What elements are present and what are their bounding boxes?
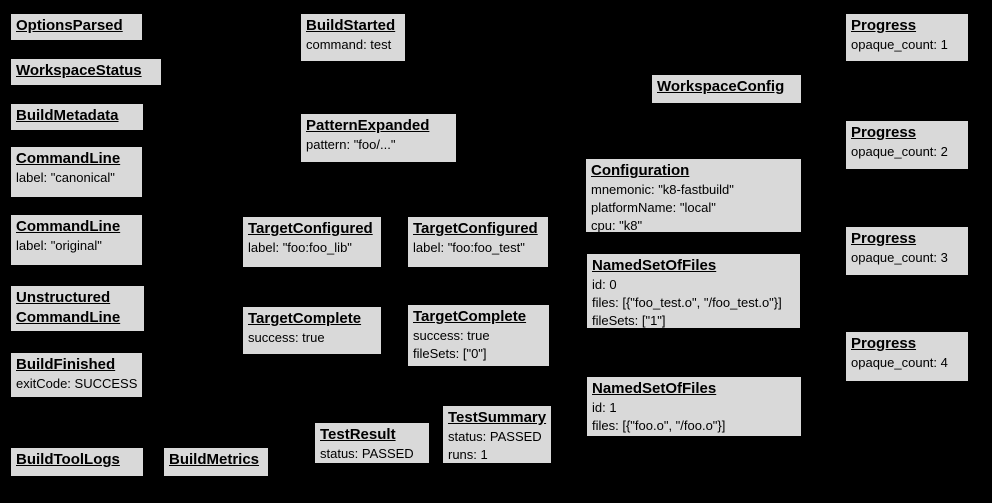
event-title: BuildMetadata	[16, 107, 119, 124]
event-box-command-line-canonical: CommandLine label: "canonical"	[10, 146, 143, 198]
event-box-workspace-config: WorkspaceConfig	[651, 74, 802, 104]
event-title: WorkspaceConfig	[657, 78, 785, 95]
event-title: TargetComplete	[248, 310, 362, 327]
event-title: TestSummary	[448, 409, 547, 426]
event-title: NamedSetOfFiles	[592, 257, 717, 274]
event-title: TargetComplete	[413, 308, 527, 325]
event-title: OptionsParsed	[16, 17, 123, 34]
event-box-workspace-status: WorkspaceStatus	[10, 58, 162, 86]
event-box-target-complete-foo-test: TargetComplete success: true fileSets: […	[407, 304, 550, 367]
event-attribute: platformName: "local"	[591, 200, 716, 215]
event-title: Configuration	[591, 162, 690, 179]
event-box-build-metadata: BuildMetadata	[10, 103, 144, 131]
event-attribute: fileSets: ["0"]	[413, 346, 487, 361]
event-box-build-metrics: BuildMetrics	[163, 447, 269, 477]
event-attribute: status: PASSED	[320, 446, 414, 461]
event-title: WorkspaceStatus	[16, 62, 142, 79]
event-attribute: label: "foo:foo_test"	[413, 240, 525, 255]
event-attribute: files: [{"foo.o", "/foo.o"}]	[592, 418, 726, 433]
event-title: CommandLine	[16, 218, 121, 235]
event-attribute: opaque_count: 1	[851, 37, 948, 52]
event-box-configuration: Configuration mnemonic: "k8-fastbuild" p…	[585, 158, 802, 233]
event-box-target-configured-foo-lib: TargetConfigured label: "foo:foo_lib"	[242, 216, 382, 268]
event-attribute: id: 0	[592, 277, 617, 292]
event-box-test-result: TestResult status: PASSED	[314, 422, 430, 464]
event-box-named-set-of-files-1: NamedSetOfFiles id: 1 files: [{"foo.o", …	[586, 376, 802, 437]
event-attribute: exitCode: SUCCESS	[16, 376, 138, 391]
event-attribute: id: 1	[592, 400, 617, 415]
event-title: Progress	[851, 335, 917, 352]
event-attribute: status: PASSED	[448, 429, 542, 444]
event-title: CommandLine	[16, 150, 121, 167]
event-attribute: cpu: "k8"	[591, 218, 643, 233]
event-box-progress-1: Progress opaque_count: 1	[845, 13, 969, 62]
event-title: BuildFinished	[16, 356, 116, 373]
event-title: PatternExpanded	[306, 117, 430, 134]
event-attribute: opaque_count: 4	[851, 355, 948, 370]
event-attribute: label: "original"	[16, 238, 102, 253]
event-attribute: pattern: "foo/..."	[306, 137, 396, 152]
event-title: BuildStarted	[306, 17, 396, 34]
event-title: Progress	[851, 124, 917, 141]
event-title: BuildMetrics	[169, 451, 260, 468]
event-attribute: runs: 1	[448, 447, 488, 462]
event-title: NamedSetOfFiles	[592, 380, 717, 397]
event-attribute: fileSets: ["1"]	[592, 313, 666, 328]
event-box-options-parsed: OptionsParsed	[10, 13, 143, 41]
event-title: TargetConfigured	[413, 220, 538, 237]
event-box-target-configured-foo-test: TargetConfigured label: "foo:foo_test"	[407, 216, 549, 268]
event-attribute: command: test	[306, 37, 392, 52]
event-title: Progress	[851, 230, 917, 247]
event-box-build-finished: BuildFinished exitCode: SUCCESS	[10, 352, 143, 398]
event-attribute: files: [{"foo_test.o", "/foo_test.o"}]	[592, 295, 782, 310]
event-title: Unstructured	[16, 289, 111, 306]
event-box-target-complete-foo-lib: TargetComplete success: true	[242, 306, 382, 355]
event-box-progress-4: Progress opaque_count: 4	[845, 331, 969, 382]
event-attribute: label: "canonical"	[16, 170, 115, 185]
event-title: TestResult	[320, 426, 396, 443]
event-box-build-tool-logs: BuildToolLogs	[10, 447, 144, 477]
event-attribute: mnemonic: "k8-fastbuild"	[591, 182, 734, 197]
event-attribute: label: "foo:foo_lib"	[248, 240, 352, 255]
event-attribute: opaque_count: 2	[851, 144, 948, 159]
event-box-named-set-of-files-0: NamedSetOfFiles id: 0 files: [{"foo_test…	[586, 253, 801, 329]
event-title: TargetConfigured	[248, 220, 373, 237]
event-box-test-summary: TestSummary status: PASSED runs: 1	[442, 405, 552, 464]
event-box-progress-3: Progress opaque_count: 3	[845, 226, 969, 276]
event-box-progress-2: Progress opaque_count: 2	[845, 120, 969, 170]
event-box-command-line-original: CommandLine label: "original"	[10, 214, 143, 266]
event-box-pattern-expanded: PatternExpanded pattern: "foo/..."	[300, 113, 457, 163]
event-attribute: opaque_count: 3	[851, 250, 948, 265]
event-title-line2: CommandLine	[16, 309, 121, 326]
event-attribute: success: true	[413, 328, 490, 343]
event-box-unstructured-command-line: Unstructured CommandLine	[10, 285, 145, 332]
event-box-build-started: BuildStarted command: test	[300, 13, 406, 62]
event-title: Progress	[851, 17, 917, 34]
event-attribute: success: true	[248, 330, 325, 345]
event-title: BuildToolLogs	[16, 451, 120, 468]
